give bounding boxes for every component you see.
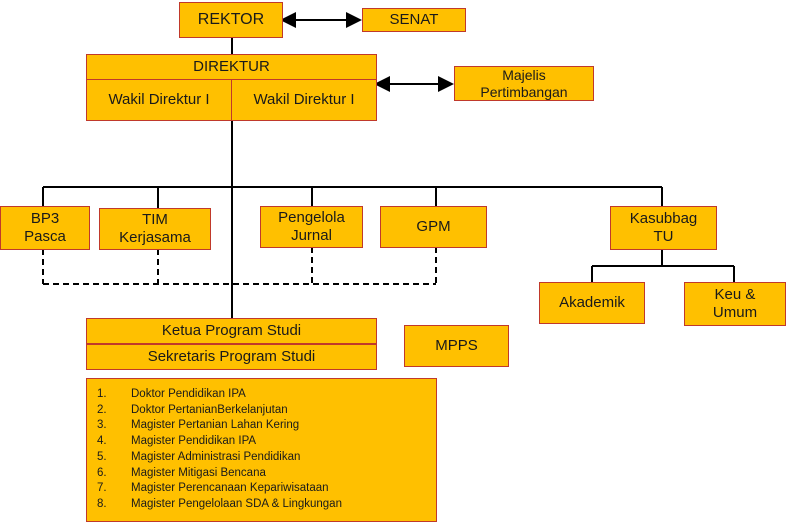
program-number: 7. <box>97 482 107 495</box>
program-list: 1. Doktor Pendidikan IPA 2. Doktor Pertania… <box>86 378 437 522</box>
direktur-title: DIREKTUR <box>87 55 376 80</box>
senat-box: SENAT <box>362 8 466 32</box>
sekretaris-program-studi: Sekretaris Program Studi <box>86 344 377 370</box>
program-name: Doktor Pendidikan IPA <box>131 388 246 400</box>
wakil-direktur-1: Wakil Direktur I <box>87 80 232 120</box>
program-name: Magister Mitigasi Bencana <box>131 466 266 479</box>
tu-keu-umum: Keu & Umum <box>684 282 786 326</box>
program-name: Magister Pengelolaan SDA & Lingkungan <box>131 497 342 510</box>
rektor-box: REKTOR <box>179 2 283 38</box>
program-name: Doktor PertanianBerkelanjutan <box>131 403 288 416</box>
majelis-box: Majelis Pertimbangan <box>454 66 594 101</box>
program-number: 5. <box>97 450 107 463</box>
program-item: 1. Doktor Pendidikan IPA <box>97 387 436 403</box>
program-item: 6. Magister Mitigasi Bencana <box>97 466 436 482</box>
unit-pengelola-jurnal: Pengelola Jurnal <box>260 206 363 248</box>
program-name: Magister Perencanaan Kepariwisataan <box>131 482 329 495</box>
unit-bp3-pasca: BP3 Pasca <box>0 206 90 250</box>
tu-akademik: Akademik <box>539 282 645 324</box>
unit-gpm: GPM <box>380 206 487 248</box>
program-number: 8. <box>97 497 107 510</box>
unit-kasubbag-tu: Kasubbag TU <box>610 206 717 250</box>
program-item: 7. Magister Perencanaan Kepariwisataan <box>97 481 436 497</box>
ketua-program-studi: Ketua Program Studi <box>86 318 377 344</box>
program-number: 1. <box>97 388 107 400</box>
program-name: Magister Administrasi Pendidikan <box>131 450 301 463</box>
program-item: 5. Magister Administrasi Pendidikan <box>97 450 436 466</box>
program-name: Magister Pertanian Lahan Kering <box>131 419 300 432</box>
wakil-direktur-2: Wakil Direktur I <box>253 91 355 108</box>
program-number: 2. <box>97 403 107 416</box>
program-number: 3. <box>97 419 107 432</box>
unit-tim-kerjasama: TIM Kerjasama <box>99 208 211 250</box>
program-item: 2. Doktor PertanianBerkelanjutan <box>97 403 436 419</box>
direktur-box: DIREKTUR Wakil Direktur I Wakil Direktur… <box>86 54 377 121</box>
mpps-box: MPPS <box>404 325 509 367</box>
program-item: 8. Magister Pengelolaan SDA & Lingkungan <box>97 497 436 513</box>
program-item: 3. Magister Pertanian Lahan Kering <box>97 418 436 434</box>
program-name: Magister Pendidikan IPA <box>131 435 257 448</box>
program-number: 4. <box>97 435 107 448</box>
program-item: 4. Magister Pendidikan IPA <box>97 434 436 450</box>
program-number: 6. <box>97 466 107 479</box>
